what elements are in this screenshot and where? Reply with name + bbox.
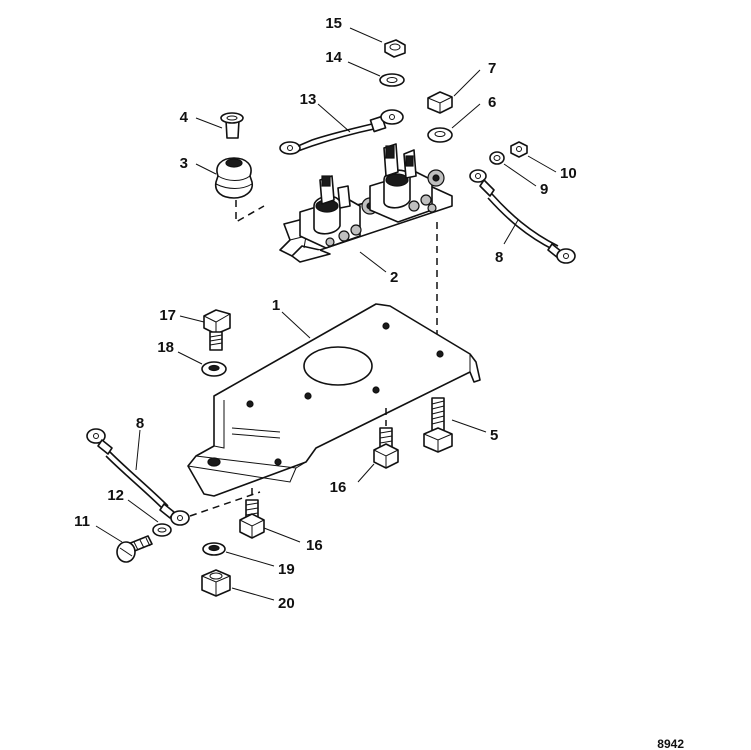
callout-16-right: 16 <box>330 479 347 496</box>
bolt-part-16-right <box>373 427 399 469</box>
callout-4: 4 <box>180 109 189 126</box>
callout-10: 10 <box>560 165 577 182</box>
callout-11: 11 <box>74 513 90 530</box>
callout-16-lower: 16 <box>306 537 323 554</box>
washer-part-6 <box>427 127 453 143</box>
nut-part-20 <box>201 569 231 597</box>
callout-8-upper: 8 <box>495 249 503 266</box>
mounting-plate-part-1 <box>187 303 481 497</box>
callout-18: 18 <box>157 339 174 356</box>
callout-6: 6 <box>488 94 496 111</box>
callout-1: 1 <box>272 297 280 314</box>
washer-part-9 <box>489 151 505 165</box>
nut-part-10 <box>510 141 528 158</box>
callout-8-lower: 8 <box>136 415 144 432</box>
washer-part-18 <box>201 361 227 377</box>
callout-20: 20 <box>278 595 295 612</box>
cable-part-13 <box>279 109 404 155</box>
bolt-part-16-lower <box>239 499 265 539</box>
callout-19: 19 <box>278 561 295 578</box>
washer-part-19 <box>202 542 226 556</box>
callout-9: 9 <box>540 181 548 198</box>
callout-2: 2 <box>390 269 398 286</box>
callout-14: 14 <box>325 49 342 66</box>
bolt-part-17 <box>203 309 231 351</box>
leader-lines <box>95 27 557 601</box>
lockwasher-part-14 <box>379 73 405 87</box>
sleeve-part-4 <box>220 112 244 139</box>
bolt-part-5 <box>423 397 453 453</box>
callout-5: 5 <box>490 427 498 444</box>
callout-3: 3 <box>180 155 188 172</box>
lockwasher-part-12 <box>152 523 172 537</box>
callout-17: 17 <box>159 307 176 324</box>
solenoid-assembly-part-2 <box>279 143 453 263</box>
callout-13: 13 <box>300 91 317 108</box>
callout-7: 7 <box>488 60 496 77</box>
grommet-part-3 <box>214 157 254 199</box>
cable-part-8-upper <box>469 169 576 264</box>
nut-part-15 <box>384 39 406 58</box>
screw-part-11 <box>116 535 153 563</box>
cable-part-8-lower <box>86 428 190 526</box>
nut-part-7 <box>427 91 453 114</box>
callout-12: 12 <box>107 487 124 504</box>
callout-15: 15 <box>325 15 342 32</box>
figure-id: 8942 <box>657 737 684 750</box>
